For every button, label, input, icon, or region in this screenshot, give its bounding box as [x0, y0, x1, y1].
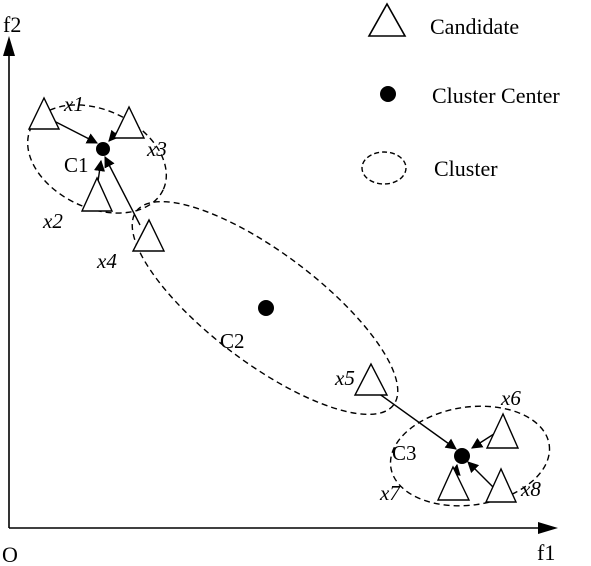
candidate-x6-triangle: [485, 412, 520, 449]
legend-candidate-icon: [367, 2, 407, 37]
legend-center-label: Cluster Center: [432, 83, 560, 108]
candidate-x2-label: x2: [42, 209, 63, 233]
candidate-x1-triangle: [27, 96, 61, 130]
candidate-x8-label: x8: [520, 477, 541, 501]
arrow-x1-to-c1: [51, 119, 98, 144]
candidate-x5-triangle: [353, 362, 389, 396]
cluster-centers: [96, 142, 470, 464]
cluster-outlines: [26, 104, 551, 507]
candidate-x1-label: x1: [63, 92, 84, 116]
candidate-x3-triangle: [112, 105, 146, 139]
candidate-x7-label: x7: [379, 481, 401, 505]
axes: f2 f1 O: [2, 12, 558, 566]
candidate-x2-triangle: [80, 176, 114, 212]
legend-candidate-label: Candidate: [430, 14, 519, 39]
candidate-x3-label: x3: [146, 137, 167, 161]
y-axis-arrowhead: [3, 36, 15, 56]
x-axis-label: f1: [537, 540, 555, 565]
assignment-arrows: [51, 119, 498, 493]
candidate-x7-triangle: [436, 465, 471, 501]
candidate-labels: x1 x3 x2 x4 x5 x6 x7 x8: [42, 92, 541, 505]
arrow-x5-to-c3: [377, 392, 457, 450]
cluster-c2-label: C2: [220, 329, 245, 353]
center-c1: [96, 142, 110, 156]
x-axis-arrowhead: [538, 522, 558, 534]
legend-center-icon: [380, 86, 396, 102]
candidate-x4-label: x4: [96, 249, 117, 273]
arrow-x8-to-c3: [467, 461, 495, 489]
candidate-x8-triangle: [484, 467, 518, 503]
arrow-x4-to-c1: [104, 156, 141, 226]
cluster-c3-label: C3: [392, 441, 417, 465]
center-c3: [454, 448, 470, 464]
legend-cluster-icon: [361, 151, 407, 185]
candidate-x6-label: x6: [500, 386, 521, 410]
candidate-x5-label: x5: [334, 366, 355, 390]
cluster-labels: C1 C2 C3: [64, 153, 417, 465]
legend-cluster-label: Cluster: [434, 156, 498, 181]
legend: Candidate Cluster Center Cluster: [361, 2, 560, 185]
candidates: [27, 96, 520, 503]
origin-label: O: [2, 542, 18, 566]
cluster-c3-outline: [389, 405, 551, 507]
candidate-x4-triangle: [131, 218, 166, 252]
center-c2: [258, 300, 274, 316]
y-axis-label: f2: [3, 12, 21, 37]
cluster-c1-label: C1: [64, 153, 89, 177]
